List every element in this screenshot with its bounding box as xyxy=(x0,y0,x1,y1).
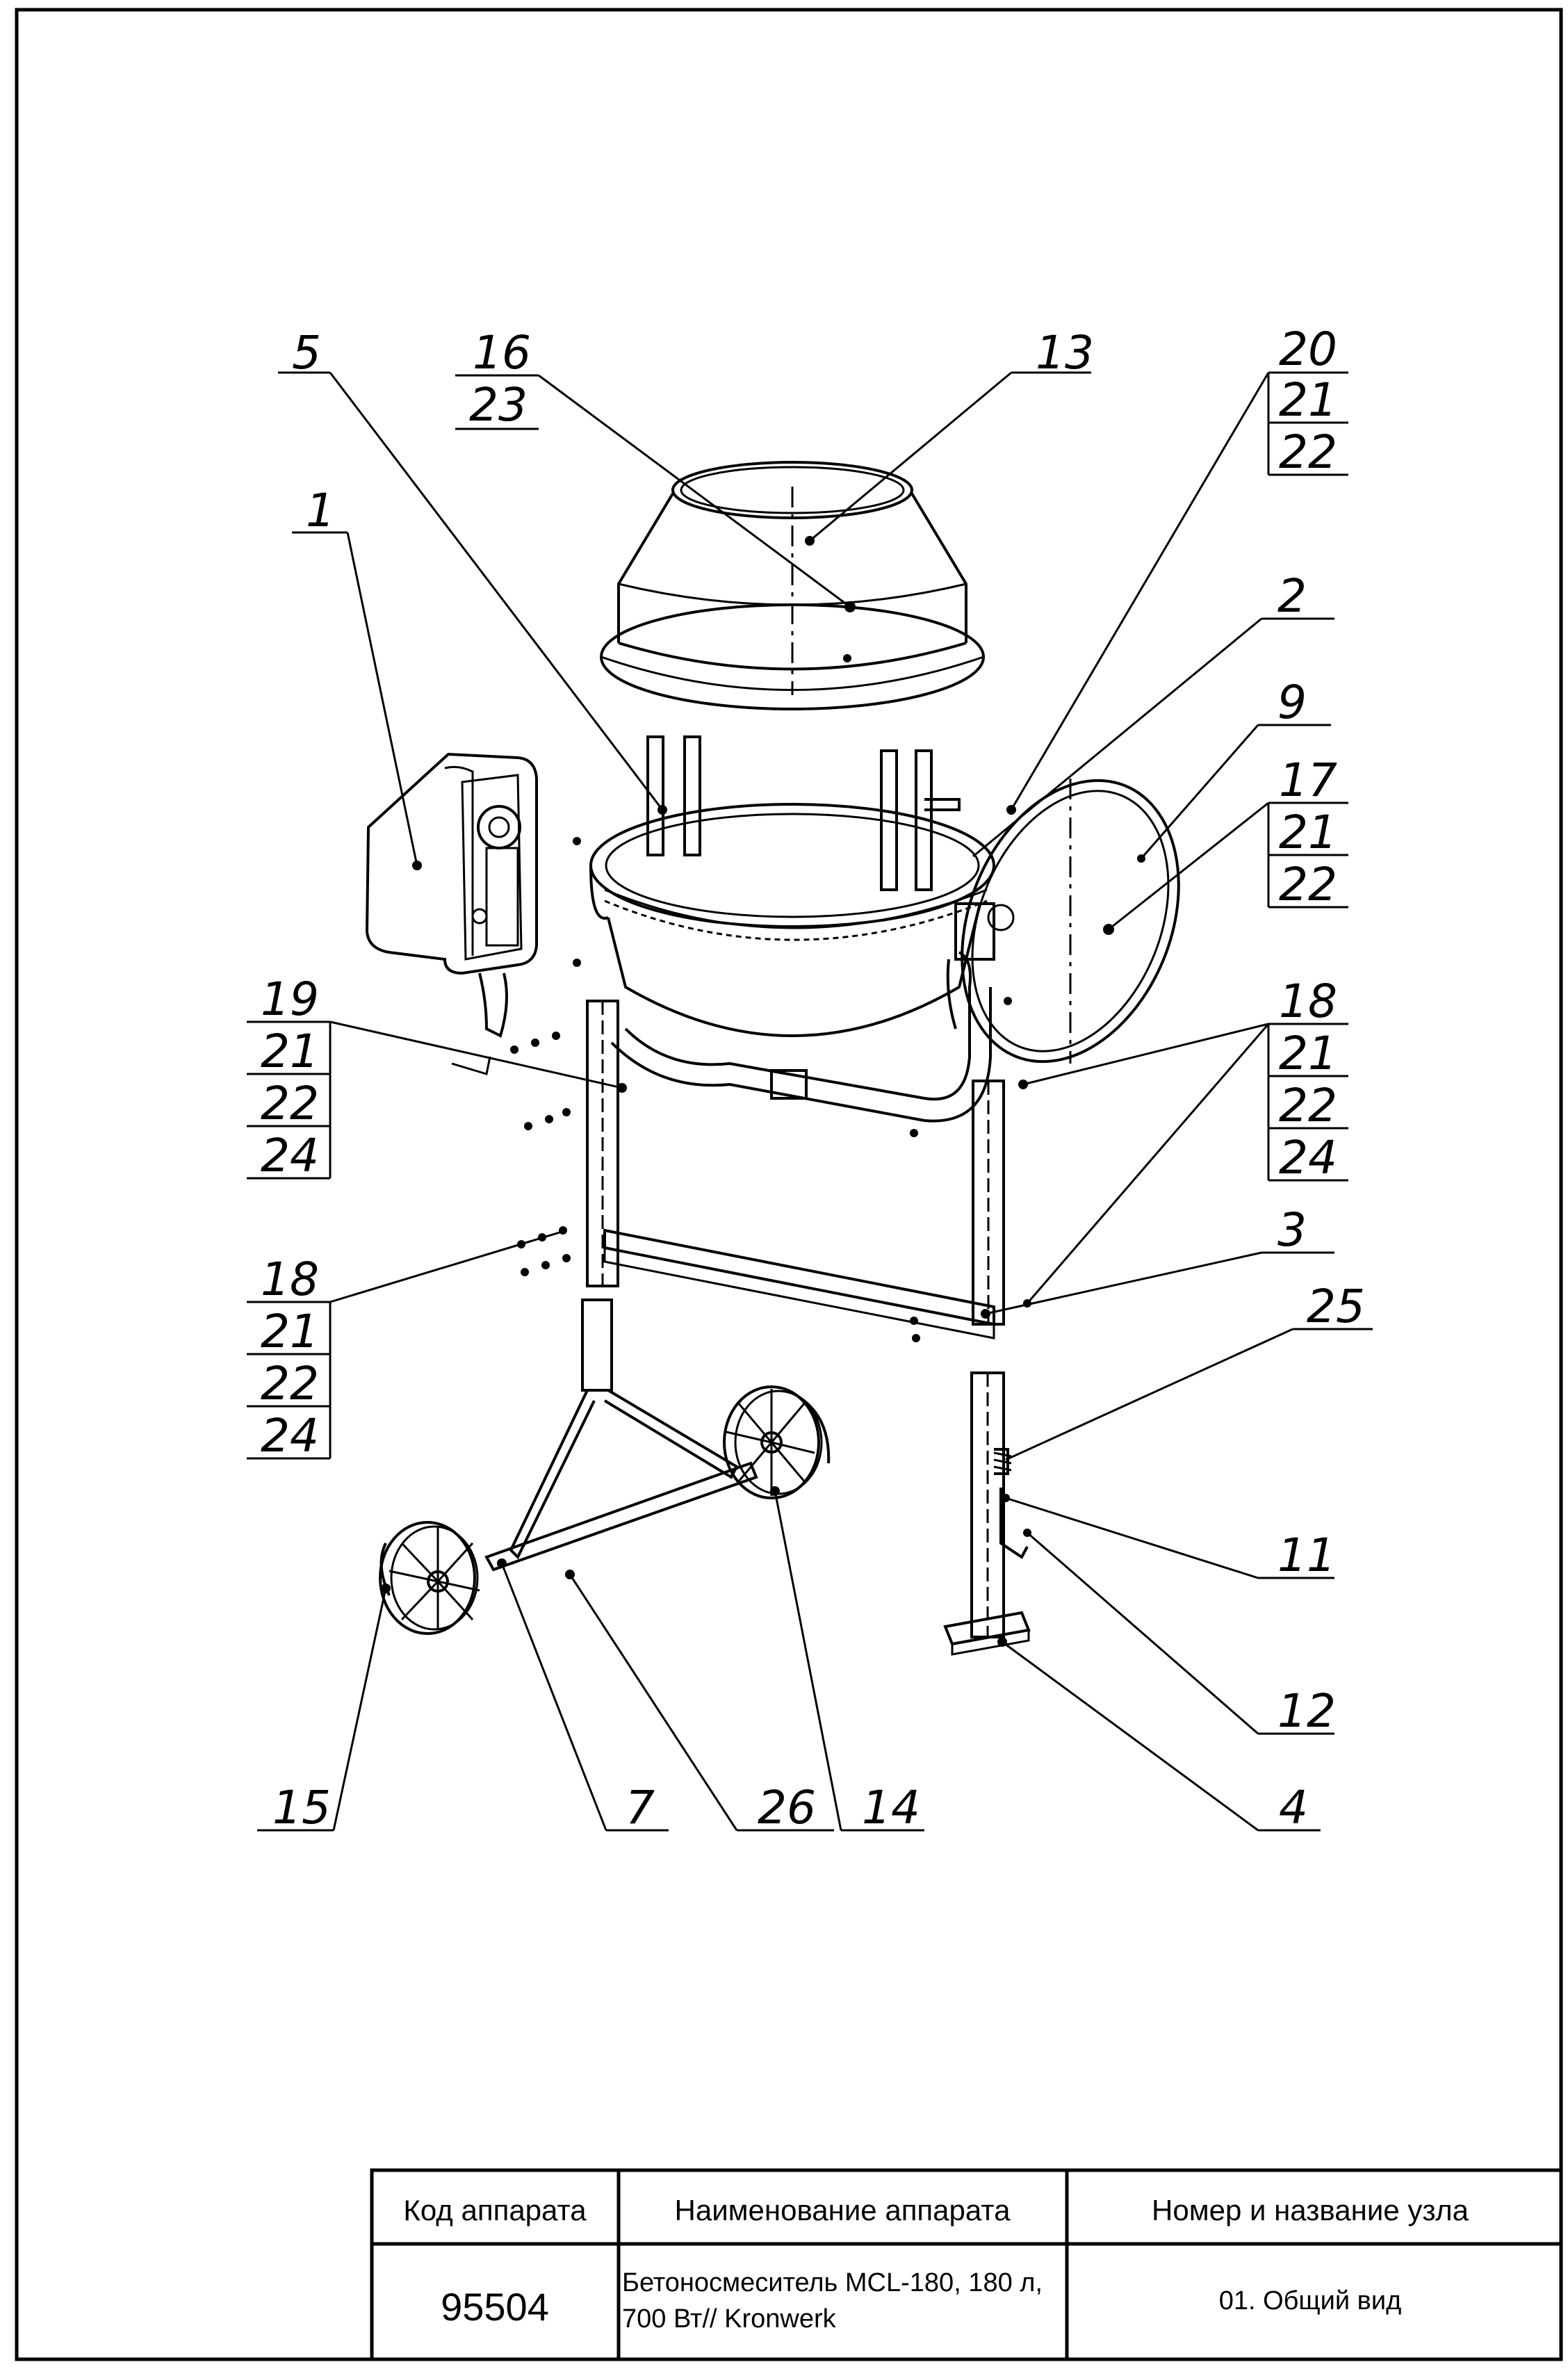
callout-2: 2 xyxy=(1277,569,1307,623)
code-header: Код аппарата xyxy=(403,2194,587,2226)
callout-26: 26 xyxy=(758,1781,816,1834)
wheel-stand-a-frame xyxy=(484,1299,758,1572)
drum-top-cone xyxy=(600,461,985,710)
wheel-right xyxy=(723,1385,831,1499)
callout-18-right: 18 xyxy=(1279,975,1337,1028)
device-name-line1: Бетоносмеситель MCL-180, 180 л, xyxy=(622,2268,1043,2297)
callout-24-right: 24 xyxy=(1279,1131,1337,1184)
callout-19: 19 xyxy=(261,972,319,1026)
callout-9: 9 xyxy=(1277,676,1307,729)
device-name-line2: 700 Вт// Kronwerk xyxy=(622,2304,837,2334)
callout-22-right: 22 xyxy=(1279,1079,1337,1132)
callout-20: 20 xyxy=(1279,323,1337,376)
leader-lines xyxy=(247,371,1373,1832)
callout-1: 1 xyxy=(306,484,335,537)
callout-22-left-lower: 22 xyxy=(261,1357,319,1410)
callout-21-left-lower: 21 xyxy=(261,1305,319,1358)
callout-17: 17 xyxy=(1279,754,1337,807)
support-leg xyxy=(943,1371,1031,1656)
motor-housing xyxy=(365,752,538,1075)
callout-18-left: 18 xyxy=(261,1253,319,1306)
callout-11: 11 xyxy=(1277,1529,1336,1582)
callout-14: 14 xyxy=(862,1781,920,1834)
callout-7: 7 xyxy=(626,1781,655,1834)
name-header: Наименование аппарата xyxy=(675,2194,1011,2226)
callout-labels: 5 16 23 13 20 21 22 1 2 9 17 21 22 19 21… xyxy=(261,323,1365,1834)
callout-16: 16 xyxy=(473,326,531,380)
callout-23: 23 xyxy=(469,378,528,432)
callout-12: 12 xyxy=(1277,1684,1336,1738)
callout-5: 5 xyxy=(292,326,321,380)
callout-21-left-upper: 21 xyxy=(261,1025,319,1078)
callout-21-mid: 21 xyxy=(1279,806,1337,859)
callout-21-right: 21 xyxy=(1279,1027,1337,1080)
callout-4: 4 xyxy=(1279,1781,1308,1834)
callout-24-left-upper: 24 xyxy=(261,1129,319,1182)
callout-3: 3 xyxy=(1277,1203,1307,1257)
wheel-left xyxy=(379,1521,480,1635)
callout-22-mid: 22 xyxy=(1279,858,1337,911)
unit-name: 01. Общий вид xyxy=(1219,2286,1402,2315)
callout-13: 13 xyxy=(1036,326,1094,380)
callout-21-top: 21 xyxy=(1279,373,1337,427)
device-code: 95504 xyxy=(441,2285,549,2329)
callout-24-left-lower: 24 xyxy=(261,1409,319,1463)
stand-frame xyxy=(586,1000,1005,1340)
callout-15: 15 xyxy=(272,1781,331,1834)
callout-25: 25 xyxy=(1307,1280,1365,1333)
callout-22-left-upper: 22 xyxy=(261,1077,319,1130)
wheel-frame-right-ring xyxy=(946,779,1180,1064)
unit-header: Номер и название узла xyxy=(1152,2194,1469,2226)
title-block: Код аппарата Наименование аппарата Номер… xyxy=(370,2168,1563,2361)
drum-body xyxy=(589,735,995,1123)
callout-22-top: 22 xyxy=(1279,425,1337,479)
